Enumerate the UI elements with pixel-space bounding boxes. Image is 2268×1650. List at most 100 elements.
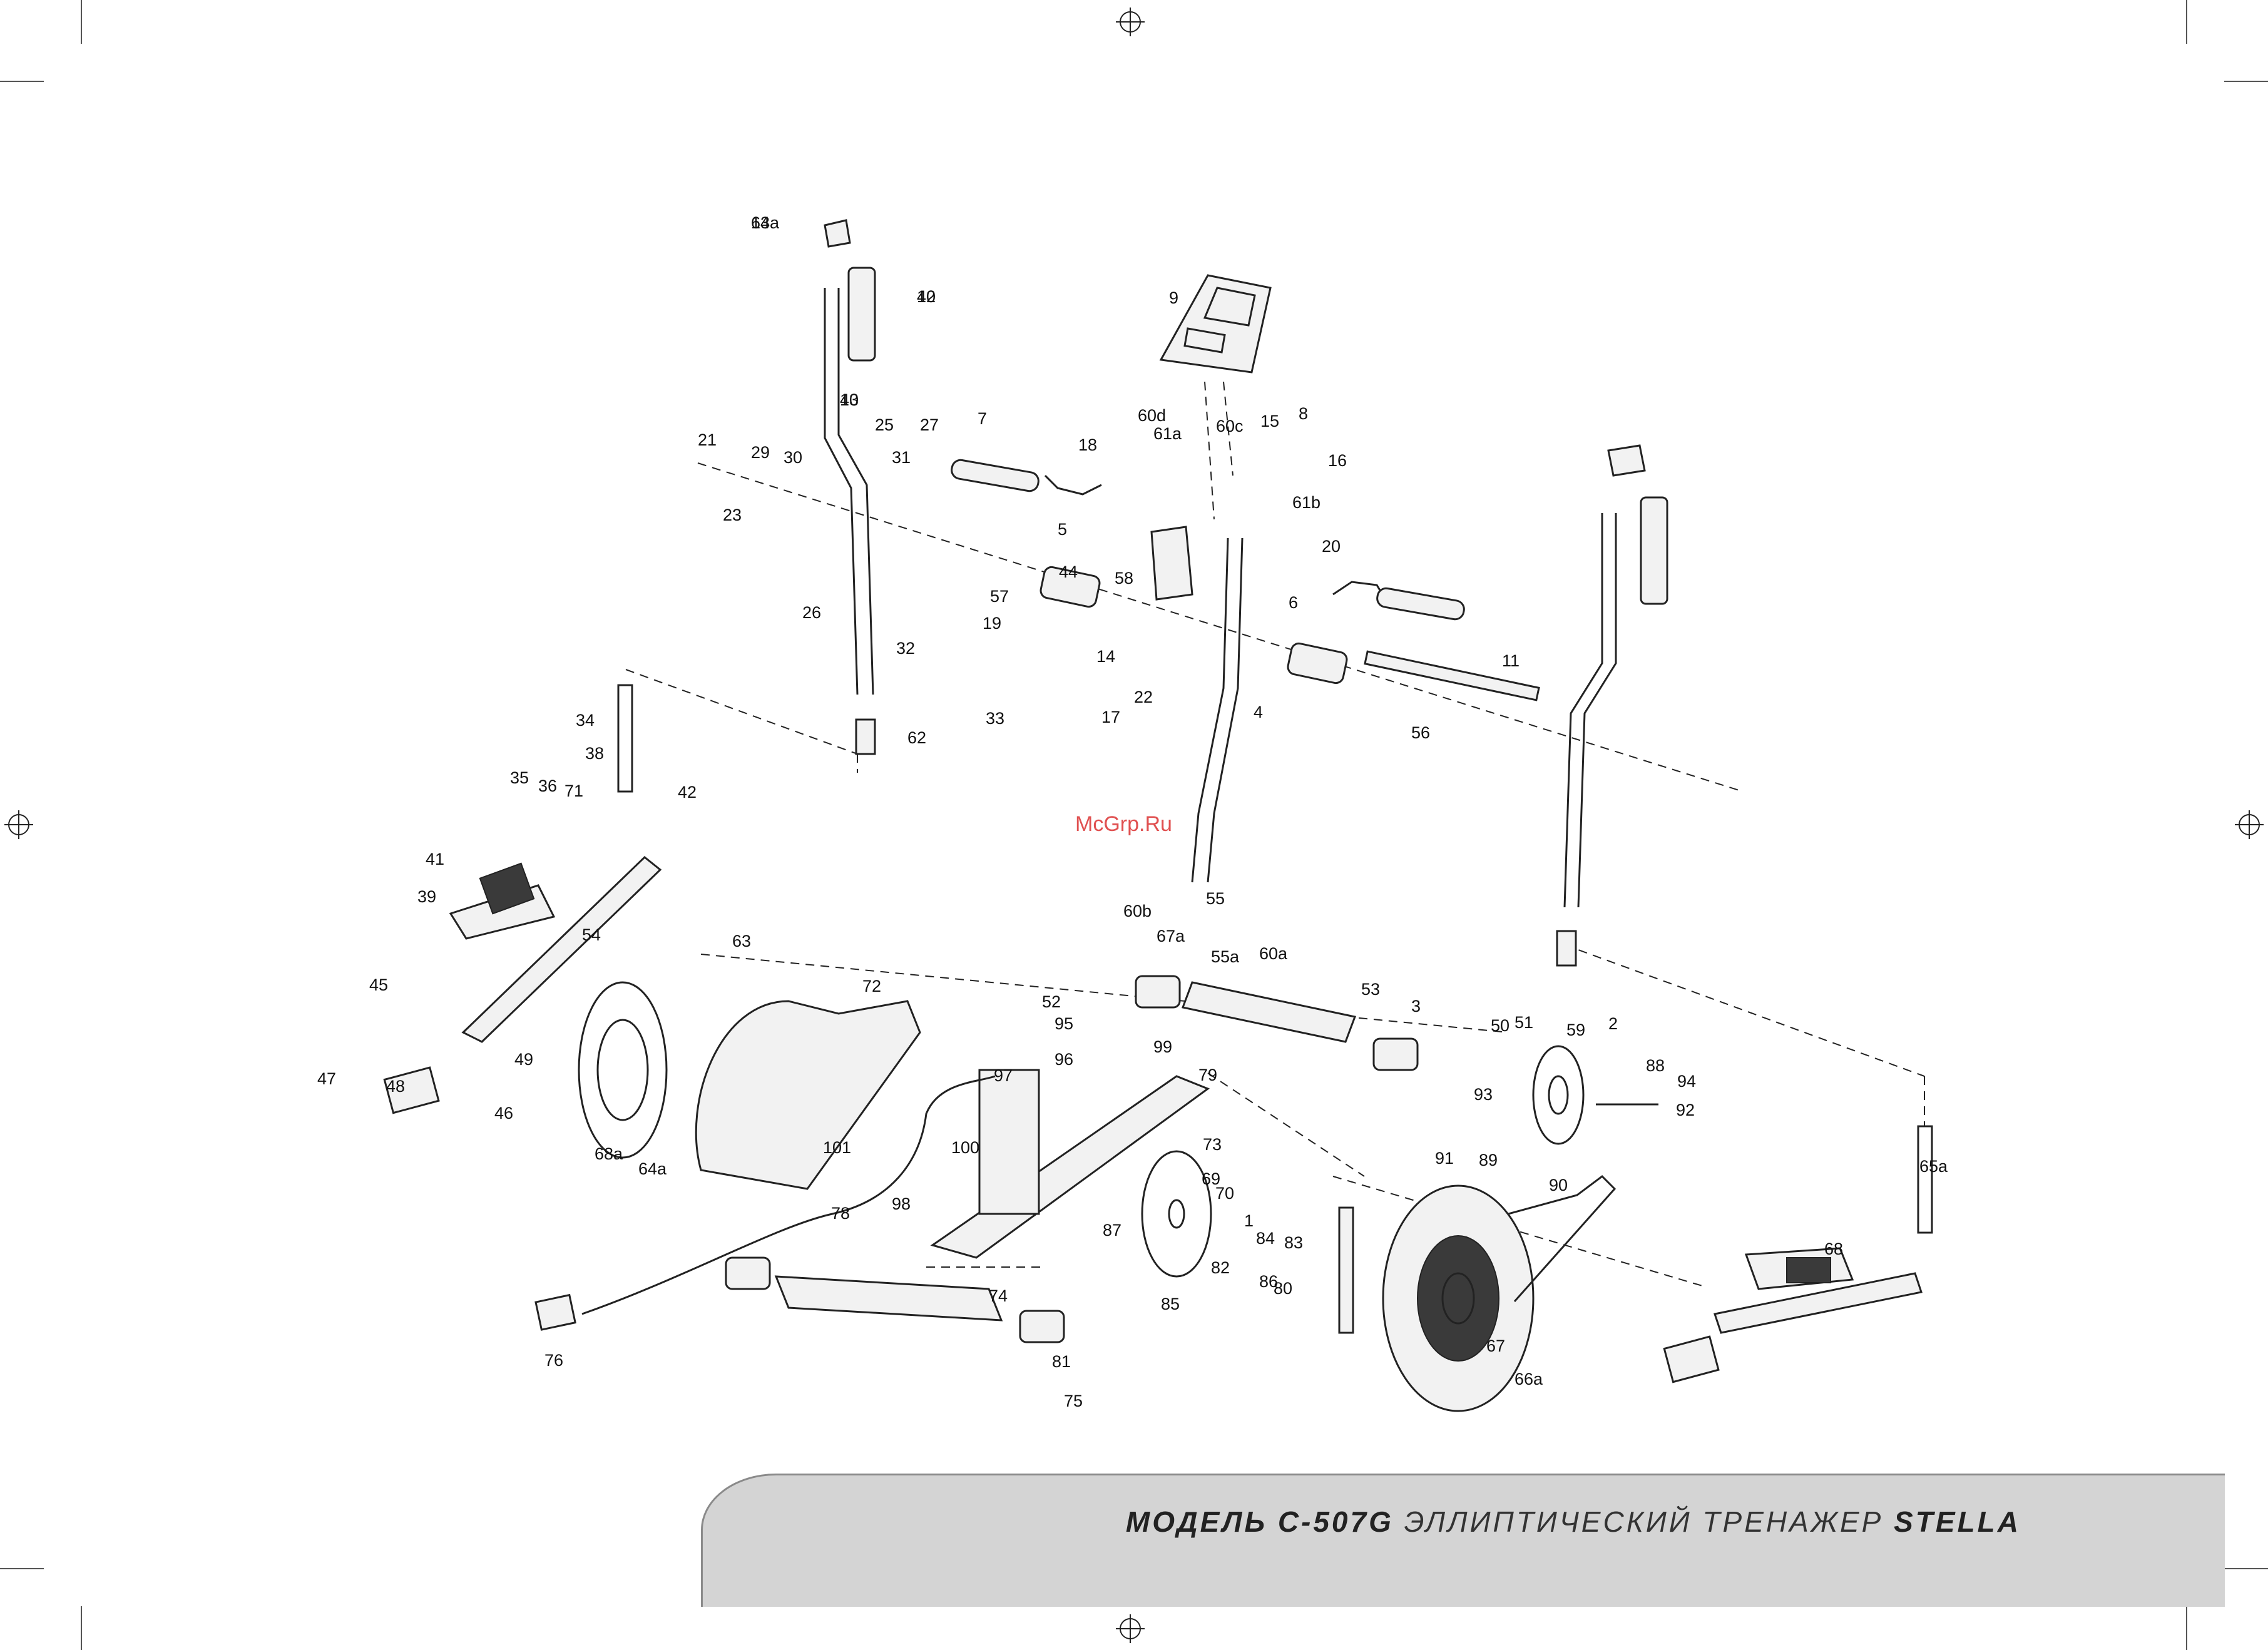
callout-36: 36 — [538, 777, 557, 795]
callout-46: 46 — [494, 1104, 513, 1123]
callout-56: 56 — [1411, 723, 1430, 742]
callout-15: 15 — [1260, 412, 1279, 430]
callout-91: 91 — [1435, 1149, 1454, 1168]
callout-16: 16 — [1328, 451, 1347, 470]
callout-89: 89 — [1479, 1151, 1498, 1169]
callout-57: 57 — [990, 587, 1009, 606]
callout-12: 12 — [917, 287, 936, 306]
callout-90: 90 — [1549, 1176, 1568, 1194]
callout-97: 97 — [994, 1066, 1013, 1085]
callout-78: 78 — [831, 1204, 850, 1223]
callout-95: 95 — [1055, 1014, 1073, 1033]
callout-45: 45 — [369, 975, 388, 994]
brand-name: STELLA — [1894, 1505, 2021, 1538]
callout-14: 14 — [1096, 647, 1115, 666]
callout-11: 11 — [1502, 651, 1520, 670]
callout-66a: 66a — [1515, 1370, 1543, 1388]
callout-43: 43 — [840, 390, 859, 409]
callout-60a: 60a — [1259, 944, 1288, 963]
callout-6: 6 — [1289, 593, 1298, 612]
callout-40: 40 — [917, 287, 936, 306]
callout-41: 41 — [426, 850, 444, 868]
callout-93: 93 — [1474, 1085, 1493, 1104]
pulley — [1141, 1045, 1658, 1278]
callout-79: 79 — [1198, 1066, 1217, 1084]
callout-64a: 64a — [638, 1159, 667, 1178]
callout-83: 83 — [1284, 1233, 1303, 1252]
callout-18: 18 — [1078, 435, 1097, 454]
callout-27: 27 — [920, 415, 939, 434]
callout-10: 10 — [840, 390, 859, 409]
callout-49: 49 — [514, 1050, 533, 1069]
adaptor-cable — [534, 1075, 996, 1331]
callout-60b: 60b — [1123, 902, 1152, 920]
callout-47: 47 — [317, 1069, 336, 1088]
right-covers — [1338, 1175, 1617, 1412]
callout-38: 38 — [585, 744, 604, 763]
callout-59: 59 — [1566, 1021, 1585, 1039]
callout-31: 31 — [892, 448, 911, 467]
footer-title: МОДЕЛЬ C-507G ЭЛЛИПТИЧЕСКИЙ ТРЕНАЖЕР STE… — [1126, 1505, 2021, 1539]
watermark-text: McGrp.Ru — [1075, 812, 1172, 836]
footer-band — [701, 1474, 2225, 1607]
right-handlebar — [1556, 444, 1668, 967]
callout-60d: 60d — [1138, 406, 1166, 425]
callout-94: 94 — [1677, 1072, 1696, 1091]
model-label: МОДЕЛЬ C-507G — [1125, 1505, 1394, 1538]
main-frame — [725, 975, 1419, 1343]
callout-67a: 67a — [1157, 927, 1185, 945]
callout-42: 42 — [678, 783, 697, 802]
callout-13: 13 — [751, 213, 770, 232]
callout-20: 20 — [1322, 537, 1341, 556]
callout-21: 21 — [698, 430, 717, 449]
callout-61a: 61a — [1153, 424, 1182, 443]
callout-7: 7 — [978, 409, 987, 428]
callout-85: 85 — [1161, 1295, 1180, 1313]
callout-72: 72 — [862, 977, 881, 996]
callout-52: 52 — [1042, 992, 1061, 1011]
callout-5: 5 — [1058, 520, 1067, 539]
callout-32: 32 — [896, 639, 915, 658]
callout-65a: 65a — [1919, 1157, 1948, 1176]
callout-62: 62 — [907, 728, 926, 747]
callout-84: 84 — [1256, 1229, 1275, 1248]
callout-1: 1 — [1244, 1211, 1254, 1230]
callout-86: 86 — [1259, 1272, 1278, 1291]
callout-33: 33 — [986, 709, 1004, 728]
assembly-axes — [625, 381, 1925, 1286]
callout-58: 58 — [1115, 569, 1133, 588]
callout-81: 81 — [1052, 1352, 1071, 1371]
callout-100: 100 — [951, 1138, 979, 1157]
callout-101: 101 — [823, 1138, 851, 1157]
callout-55a: 55a — [1211, 947, 1240, 966]
callout-25: 25 — [875, 415, 894, 434]
callout-70: 70 — [1215, 1184, 1234, 1203]
callout-26: 26 — [802, 603, 821, 622]
callout-19: 19 — [983, 614, 1001, 633]
callout-29: 29 — [751, 443, 770, 462]
callout-9: 9 — [1169, 288, 1178, 307]
callout-87: 87 — [1103, 1221, 1121, 1240]
right-pedal-arm — [1663, 1125, 1933, 1383]
callout-61b: 61b — [1292, 493, 1320, 512]
callout-68: 68 — [1824, 1240, 1843, 1258]
callout-71: 71 — [564, 782, 583, 800]
callout-63: 63 — [732, 932, 751, 950]
callout-68a: 68a — [595, 1144, 623, 1163]
callout-96: 96 — [1055, 1050, 1073, 1069]
callout-98: 98 — [892, 1194, 911, 1213]
callout-88: 88 — [1646, 1056, 1665, 1075]
callout-54: 54 — [582, 925, 601, 944]
callout-39: 39 — [417, 887, 436, 906]
callout-44: 44 — [1059, 563, 1078, 581]
crossbars — [951, 459, 1540, 701]
callout-80: 80 — [1274, 1279, 1292, 1298]
callout-73: 73 — [1203, 1135, 1222, 1154]
callout-53: 53 — [1361, 980, 1380, 999]
callout-51: 51 — [1515, 1013, 1533, 1032]
callout-92: 92 — [1676, 1101, 1695, 1119]
left-handlebar — [824, 219, 876, 755]
